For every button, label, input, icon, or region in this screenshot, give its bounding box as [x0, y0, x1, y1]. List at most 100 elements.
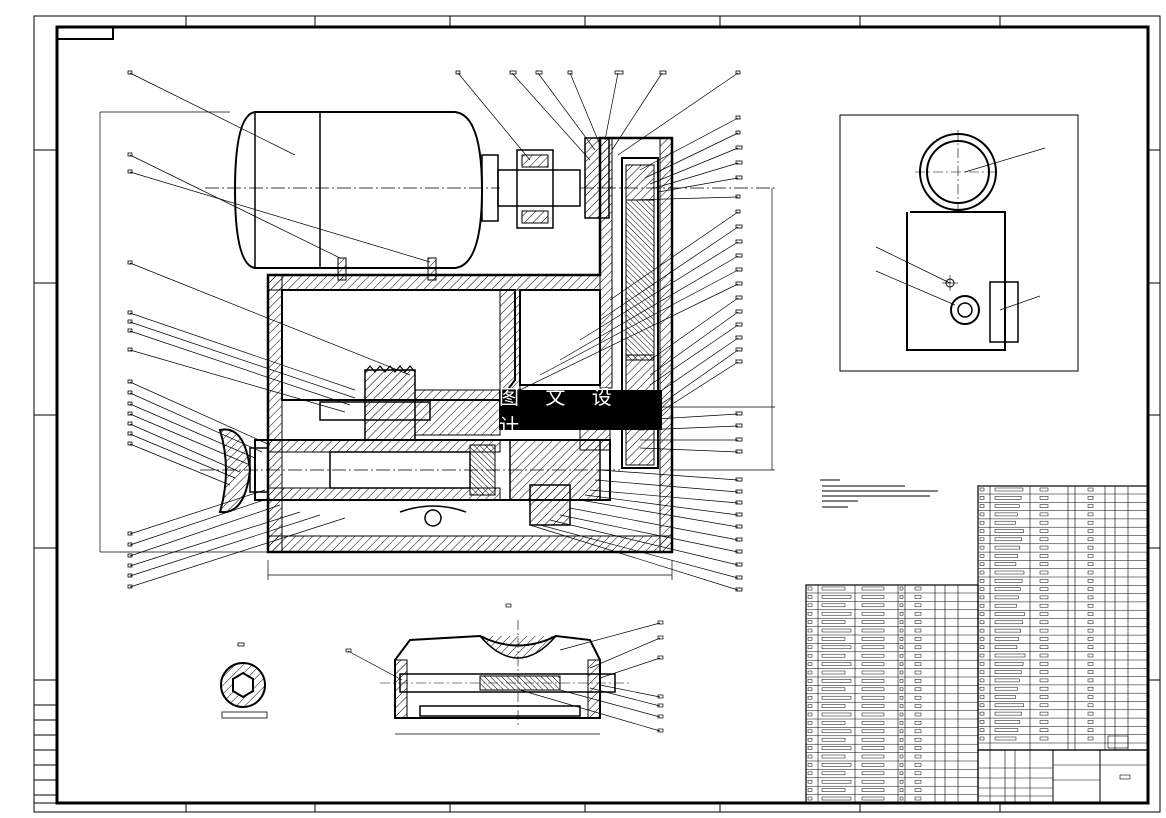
- table-cell-text: [821, 754, 846, 759]
- hex-shaft-section-detail: [220, 642, 268, 719]
- table-cell-text: [899, 611, 904, 616]
- table-cell-text: [861, 754, 885, 759]
- table-cell-text: [821, 721, 846, 725]
- table-cell-text: [994, 603, 1017, 608]
- table-cell-text: [821, 771, 846, 776]
- table-cell-text: [979, 612, 985, 616]
- table-cell-text: [1087, 587, 1094, 591]
- table-cell-text: [994, 645, 1018, 649]
- table-cell-text: [899, 670, 904, 675]
- table-cell-text: [1087, 620, 1094, 625]
- table-cell-text: [1087, 670, 1094, 674]
- table-cell-text: [1087, 637, 1094, 641]
- table-cell-text: [899, 721, 904, 725]
- table-cell-text: [899, 754, 904, 759]
- table-cell-text: [1087, 678, 1094, 683]
- table-cell-text: [899, 737, 904, 742]
- table-cell-text: [979, 686, 985, 691]
- table-cell-text: [1039, 554, 1049, 558]
- table-cell-text: [861, 662, 885, 666]
- table-cell-text: [1039, 711, 1049, 716]
- table-cell-text: [1087, 487, 1094, 492]
- table-cell-text: [1087, 695, 1094, 699]
- table-cell-text: [1039, 620, 1049, 625]
- table-cell-text: [979, 711, 985, 716]
- table-cell-text: [1039, 670, 1049, 674]
- table-cell-text: [979, 504, 985, 508]
- table-cell-text: [1039, 736, 1049, 741]
- table-cell-text: [1087, 496, 1094, 500]
- table-cell-text: [1039, 728, 1049, 732]
- table-cell-text: [861, 796, 885, 801]
- table-cell-text: [821, 695, 852, 700]
- table-cell-text: [1087, 628, 1094, 633]
- table-cell-text: [979, 545, 985, 550]
- table-cell-text: [821, 796, 852, 801]
- table-cell-text: [994, 570, 1025, 575]
- table-cell-text: [979, 487, 985, 492]
- table-cell-text: [807, 763, 813, 767]
- table-cell-text: [994, 595, 1019, 600]
- table-cell-text: [861, 729, 885, 734]
- table-cell-text: [979, 595, 985, 600]
- table-cell-text: [1039, 645, 1049, 649]
- table-cell-text: [821, 620, 846, 624]
- table-cell-text: [807, 586, 813, 591]
- table-cell-text: [1087, 504, 1094, 508]
- table-cell-text: [861, 771, 885, 776]
- table-cell-text: [994, 662, 1024, 666]
- table-cell-text: [914, 595, 922, 599]
- table-cell-text: [1039, 637, 1049, 641]
- table-cell-text: [861, 788, 885, 792]
- table-cell-text: [994, 579, 1023, 583]
- table-cell-text: [899, 746, 904, 750]
- table-cell-text: [807, 628, 813, 633]
- table-cell-text: [899, 704, 904, 708]
- bottom-section-view: [345, 603, 664, 735]
- table-cell-text: [979, 529, 985, 533]
- table-cell-text: [1087, 728, 1094, 732]
- table-cell-text: [1087, 711, 1094, 716]
- table-cell-text: [861, 763, 885, 767]
- table-cell-text: [1087, 554, 1094, 558]
- table-cell-text: [979, 587, 985, 591]
- table-cell-text: [899, 687, 904, 692]
- table-cell-text: [861, 779, 885, 784]
- table-cell-text: [1039, 512, 1049, 517]
- table-cell-text: [1039, 720, 1049, 724]
- table-cell-text: [821, 586, 846, 591]
- table-cell-text: [861, 603, 885, 608]
- table-cell-text: [899, 771, 904, 776]
- table-cell-text: [1039, 595, 1049, 600]
- table-cell-text: [1087, 736, 1094, 741]
- table-cell-text: [994, 504, 1020, 508]
- sheet-frame: [33, 15, 1161, 813]
- table-cell-text: [899, 779, 904, 784]
- parts-list-table: [805, 485, 1149, 804]
- table-cell-text: [1039, 579, 1049, 583]
- table-cell-text: [861, 670, 885, 675]
- table-cell-text: [807, 779, 813, 784]
- table-cell-text: [994, 487, 1024, 492]
- table-cell-text: [807, 679, 813, 683]
- table-cell-text: [899, 763, 904, 767]
- table-cell-text: [807, 721, 813, 725]
- table-cell-text: [1039, 487, 1049, 492]
- table-cell-text: [914, 763, 922, 767]
- table-cell-text: [914, 796, 922, 801]
- table-cell-text: [899, 620, 904, 624]
- table-cell-text: [807, 670, 813, 675]
- table-cell-text: [899, 796, 904, 801]
- table-cell-text: [861, 645, 885, 650]
- table-cell-text: [821, 779, 852, 784]
- table-cell-text: [861, 679, 885, 683]
- table-cell-text: [807, 687, 813, 692]
- table-cell-text: [994, 653, 1026, 658]
- table-cell-text: [1087, 570, 1094, 575]
- table-cell-text: [979, 537, 985, 542]
- table-cell-text: [821, 603, 846, 608]
- table-cell-text: [861, 637, 885, 641]
- table-cell-text: [1087, 653, 1094, 658]
- table-cell-text: [807, 712, 813, 717]
- table-cell-text: [994, 670, 1022, 674]
